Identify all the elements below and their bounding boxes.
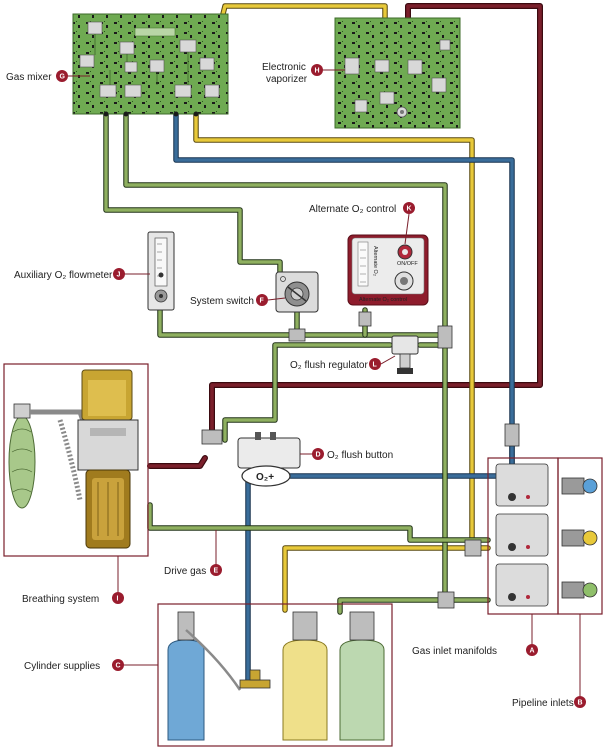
- badge-j: J: [113, 268, 125, 280]
- gas-mixer-board: [72, 13, 229, 117]
- badge-e: E: [210, 564, 222, 576]
- pipe-fittings: [201, 311, 520, 609]
- label-cylinder-supplies: Cylinder supplies: [24, 661, 100, 672]
- pipeline-inlets: [557, 457, 603, 615]
- badge-l: L: [369, 358, 381, 370]
- blue-gas-line: [173, 112, 515, 688]
- system-switch: [275, 271, 319, 313]
- badge-b: B: [574, 696, 586, 708]
- o2-flush-regulator: [391, 335, 419, 374]
- badge-a: A: [526, 644, 538, 656]
- badge-i: I: [112, 592, 124, 604]
- auxiliary-o2-flowmeter: [147, 231, 175, 311]
- badge-h: H: [311, 64, 323, 76]
- svg-text:E: E: [214, 568, 219, 575]
- gas-inlet-manifolds: [487, 457, 559, 615]
- svg-text:J: J: [117, 272, 121, 279]
- badge-f: F: [256, 294, 268, 306]
- svg-text:G: G: [60, 74, 66, 81]
- label-o2-flush-button: O₂ flush button: [327, 450, 393, 461]
- badge-d: D: [312, 448, 324, 460]
- label-o2-flush-regulator: O₂ flush regulator: [290, 360, 368, 371]
- o2-flush-button: O₂+: [237, 432, 301, 487]
- alt-o2-panel-text: Alternate O₂ control: [359, 297, 407, 303]
- on-off-label: ON/OFF: [397, 261, 418, 267]
- label-drive-gas: Drive gas: [164, 566, 206, 577]
- svg-text:H: H: [315, 68, 320, 75]
- svg-text:A: A: [530, 648, 535, 655]
- label-pipeline-inlets: Pipeline inlets: [512, 698, 574, 709]
- svg-text:K: K: [407, 206, 412, 213]
- label-electronic-vaporizer-line2: vaporizer: [266, 74, 308, 85]
- label-alternate-o2-control: Alternate O₂ control: [309, 204, 396, 215]
- label-breathing-system: Breathing system: [22, 594, 99, 605]
- badge-g: G: [56, 70, 68, 82]
- power-icon: [280, 276, 286, 282]
- alternate-o2-control-panel: Alternate O₂ ON/OFF Alternate O₂ control: [347, 234, 429, 306]
- electronic-vaporizer-board: [334, 17, 461, 129]
- svg-text:C: C: [116, 663, 121, 670]
- alt-o2-scale-text: Alternate O₂: [372, 246, 378, 276]
- svg-text:I: I: [117, 596, 119, 603]
- badge-c: C: [112, 659, 124, 671]
- svg-text:B: B: [578, 700, 583, 707]
- cylinder-supplies: [157, 603, 393, 747]
- label-gas-inlet-manifolds: Gas inlet manifolds: [412, 646, 497, 657]
- svg-text:D: D: [316, 452, 321, 459]
- label-system-switch: System switch: [190, 296, 254, 307]
- badge-k: K: [403, 202, 415, 214]
- label-gas-mixer: Gas mixer: [6, 72, 52, 83]
- breathing-system: [3, 363, 149, 557]
- label-electronic-vaporizer-line1: Electronic: [262, 62, 306, 73]
- svg-text:F: F: [260, 298, 265, 305]
- svg-text:L: L: [373, 362, 378, 369]
- red-gas-line: [147, 3, 543, 469]
- label-auxiliary-o2-flowmeter: Auxiliary O₂ flowmeter: [14, 270, 113, 281]
- flush-button-face: O₂+: [256, 472, 274, 483]
